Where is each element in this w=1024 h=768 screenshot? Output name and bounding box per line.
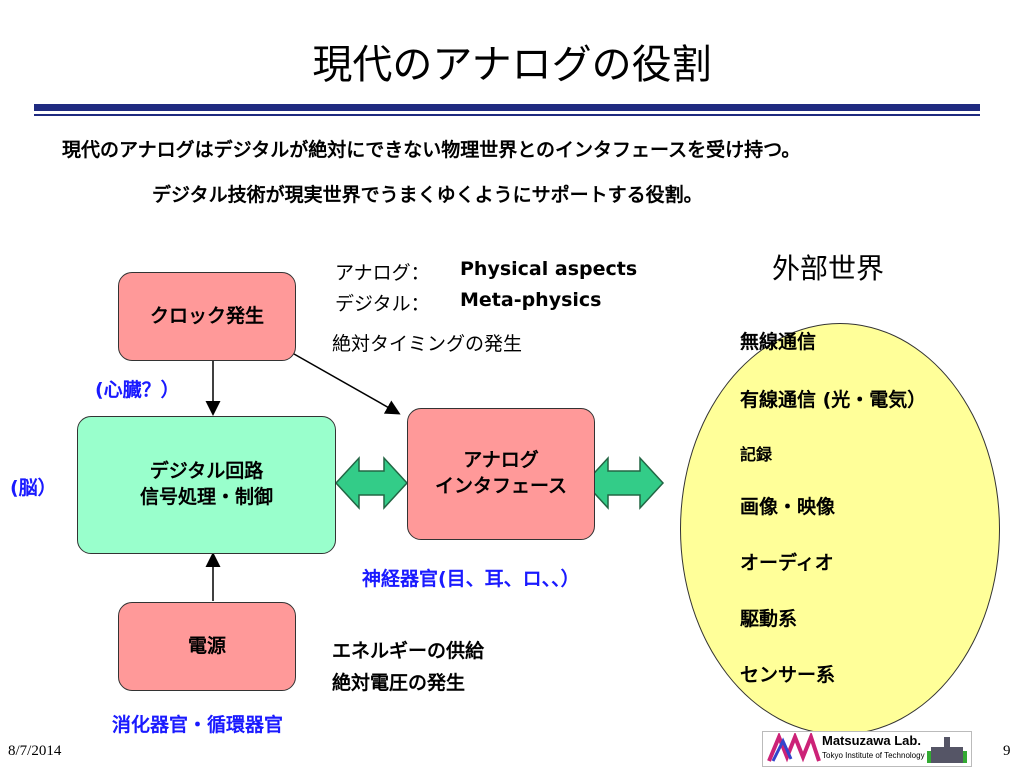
legend-digital-jp: デジタル： — [335, 293, 430, 315]
outside-world-item: センサー系 — [740, 664, 836, 686]
timing-annotation: 絶対タイミングの発生 — [332, 333, 523, 355]
brain-annotation: (脳） — [10, 477, 57, 499]
power-supply-box: 電源 — [118, 602, 296, 691]
clock-generator-box: クロック発生 — [118, 272, 296, 361]
intro-line-1: 現代のアナログはデジタルが絶対にできない物理世界とのインタフェースを受け持つ。 — [62, 139, 801, 161]
digital-circuit-box: デジタル回路 信号処理・制御 — [77, 416, 336, 554]
page-title: 現代のアナログの役割 — [312, 42, 712, 88]
analog-interface-box: アナログ インタフェース — [407, 408, 595, 540]
clock-generator-label: クロック発生 — [149, 304, 264, 327]
lab-building-icon — [927, 737, 967, 763]
lab-logo — [762, 731, 972, 767]
arrow-clock-to-analog — [286, 349, 401, 415]
lab-logo-name: Matsuzawa Lab. — [822, 733, 921, 748]
voltage-annotation: 絶対電圧の発生 — [332, 672, 466, 694]
outside-world-item: 無線通信 — [740, 331, 817, 353]
outside-world-item: 有線通信 (光・電気） — [740, 389, 927, 411]
title-rule-thin — [34, 114, 980, 116]
double-arrow-digital-analog — [334, 456, 409, 510]
interface-label: インタフェース — [434, 475, 568, 497]
lab-logo-mark-icon — [767, 733, 821, 763]
title-rule-thick — [34, 104, 980, 111]
digestive-annotation: 消化器官・循環器官 — [112, 714, 284, 736]
analog-label: アナログ — [463, 449, 539, 472]
outside-world-title: 外部世界 — [772, 252, 885, 285]
outside-world-ellipse — [680, 323, 1000, 735]
page-number: 9 — [1003, 743, 1011, 759]
outside-world-item: 駆動系 — [740, 608, 798, 630]
outside-world-item: 画像・映像 — [740, 496, 836, 518]
double-arrow-analog-world — [583, 456, 665, 510]
nerves-annotation: 神経器官(目、耳、ロ、、） — [362, 568, 580, 590]
digital-circuit-label: デジタル回路 — [149, 460, 264, 483]
legend-analog-jp: アナログ： — [335, 262, 430, 284]
heart-annotation: (心臓？） — [95, 379, 180, 401]
signal-processing-label: 信号処理・制御 — [139, 486, 273, 508]
energy-annotation: エネルギーの供給 — [332, 640, 485, 662]
legend-digital-en: Meta-physics — [460, 289, 602, 311]
outside-world-item: オーディオ — [740, 552, 834, 574]
footer-date: 8/7/2014 — [8, 743, 62, 759]
outside-world-item: 記録 — [740, 445, 773, 464]
legend-analog-en: Physical aspects — [460, 258, 638, 280]
intro-line-2: デジタル技術が現実世界でうまくゆくようにサポートする役割。 — [152, 184, 703, 206]
lab-logo-subtitle: Tokyo Institute of Technology — [822, 751, 925, 760]
power-supply-label: 電源 — [187, 634, 226, 657]
